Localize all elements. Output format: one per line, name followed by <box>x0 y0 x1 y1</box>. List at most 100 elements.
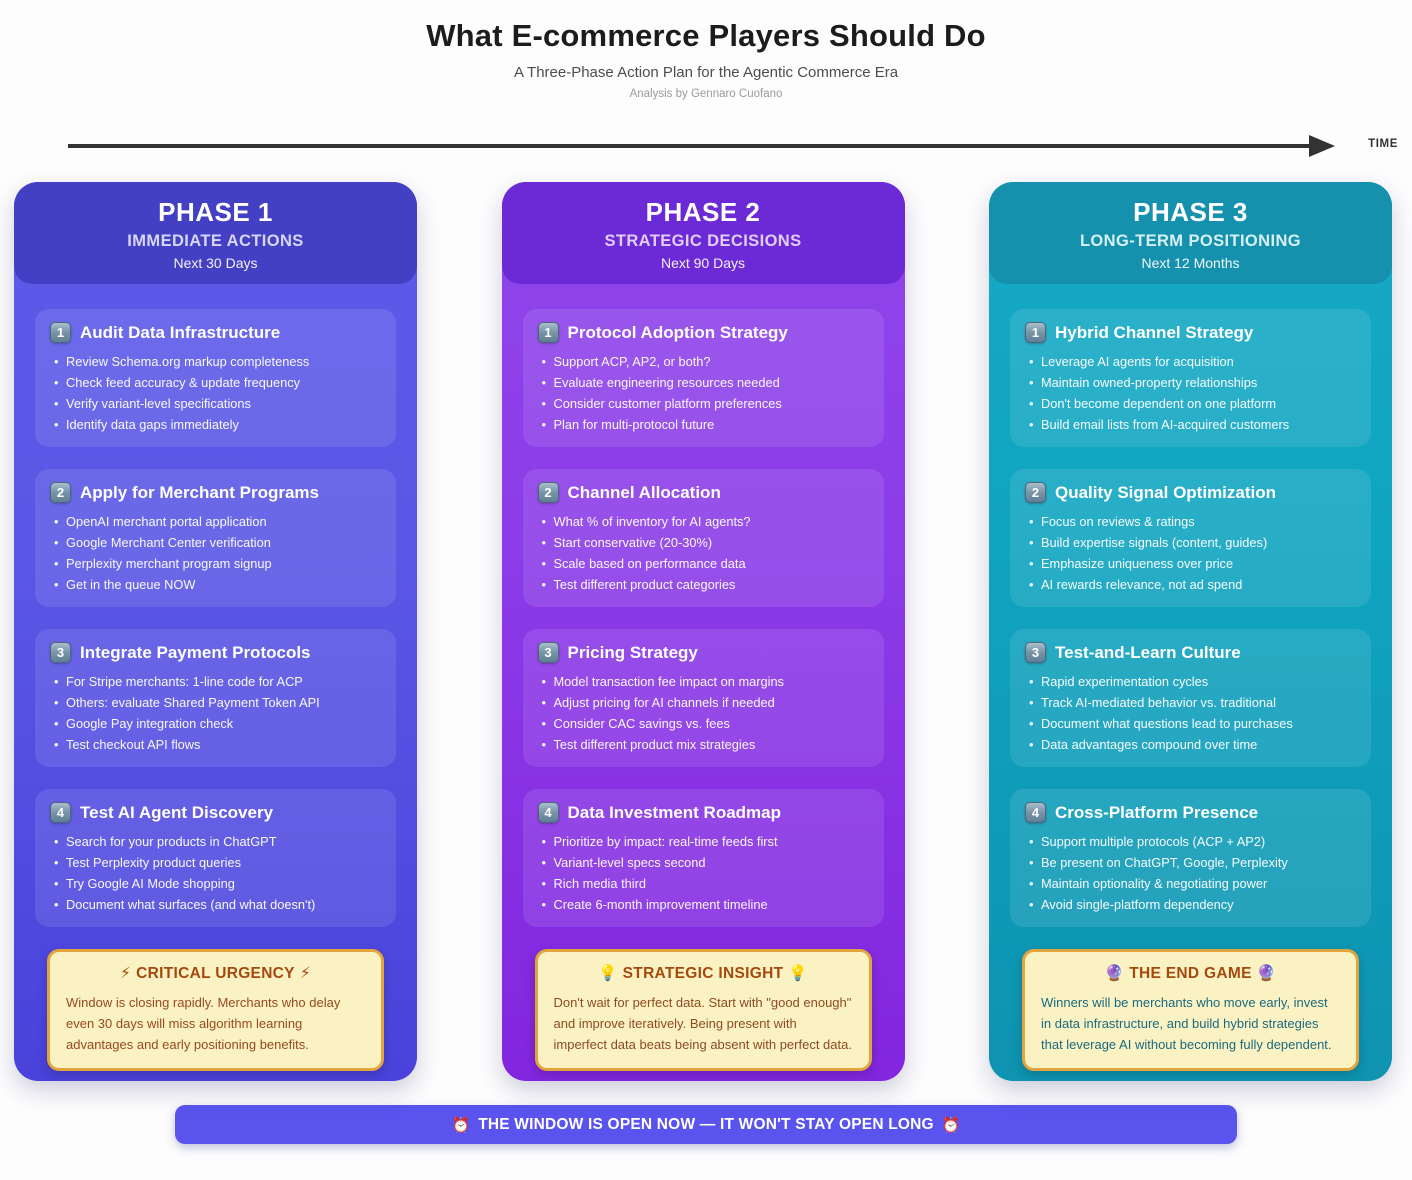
bullet-item: Create 6-month improvement timeline <box>542 894 869 915</box>
phase-2-cards: 1 Protocol Adoption Strategy Support ACP… <box>502 284 905 927</box>
phase-2-timeframe: Next 90 Days <box>660 255 746 271</box>
phase-2-column: PHASE 2 STRATEGIC DECISIONS Next 90 Days… <box>501 182 905 1081</box>
number-badge-icon: 2 <box>1025 482 1046 503</box>
card-title: Pricing Strategy <box>567 642 698 662</box>
bullet-item: Avoid single-platform dependency <box>1029 894 1356 915</box>
number-badge-icon: 4 <box>50 802 71 823</box>
alarm-clock-icon: ⏰ <box>941 1116 961 1134</box>
card-title-row: 3 Test-and-Learn Culture <box>1025 642 1356 663</box>
phase-3-name: PHASE 3 <box>1133 197 1248 227</box>
bullet-list: Model transaction fee impact on margins … <box>538 671 869 755</box>
number-badge-icon: 4 <box>537 802 559 823</box>
byline: Analysis by Gennaro Cuofano <box>629 88 783 100</box>
phase-2-name: PHASE 2 <box>645 197 761 227</box>
bullet-item: Start conservative (20-30%) <box>542 532 869 553</box>
callout-title: 💡STRATEGIC INSIGHT💡 <box>554 964 853 983</box>
bullet-item: Try Google AI Mode shopping <box>54 873 381 894</box>
bullet-item: Consider CAC savings vs. fees <box>542 713 869 734</box>
lightning-icon: ⚡ <box>299 965 312 982</box>
callout-text: Window is closing rapidly. Merchants who… <box>66 995 341 1052</box>
bullet-item: Support ACP, AP2, or both? <box>542 351 869 372</box>
number-badge-icon: 3 <box>537 642 559 663</box>
bullet-list: For Stripe merchants: 1-line code for AC… <box>50 671 381 755</box>
bullet-item: AI rewards relevance, not ad spend <box>1029 574 1356 595</box>
callout-text: Winners will be merchants who move early… <box>1041 995 1332 1052</box>
bullet-item: Leverage AI agents for acquisition <box>1029 351 1356 372</box>
page-title: What E-commerce Players Should Do <box>426 18 986 53</box>
bullet-list: Rapid experimentation cycles Track AI-me… <box>1025 671 1356 755</box>
bottom-banner: ⏰ THE WINDOW IS OPEN NOW — IT WON'T STAY… <box>175 1105 1237 1144</box>
callout-title-text: THE END GAME <box>1129 965 1252 982</box>
card-title: Protocol Adoption Strategy <box>567 322 788 342</box>
bullet-item: Verify variant-level specifications <box>54 393 381 414</box>
bullet-list: Prioritize by impact: real-time feeds fi… <box>538 831 869 915</box>
card-title-row: 3 Pricing Strategy <box>537 642 869 663</box>
bullet-item: Document what questions lead to purchase… <box>1029 713 1356 734</box>
callout-title: 🔮THE END GAME🔮 <box>1041 964 1340 983</box>
phase-2-header: PHASE 2 STRATEGIC DECISIONS Next 90 Days <box>501 182 905 284</box>
bullet-list: Support ACP, AP2, or both? Evaluate engi… <box>538 351 869 435</box>
card-title: Hybrid Channel Strategy <box>1055 322 1254 342</box>
time-label: TIME <box>1368 138 1398 150</box>
bullet-item: Be present on ChatGPT, Google, Perplexit… <box>1029 852 1356 873</box>
bullet-item: Maintain optionality & negotiating power <box>1029 873 1356 894</box>
bullet-item: What % of inventory for AI agents? <box>542 511 869 532</box>
bullet-item: Model transaction fee impact on margins <box>542 671 869 692</box>
bullet-item: Focus on reviews & ratings <box>1029 511 1356 532</box>
alarm-clock-icon: ⏰ <box>451 1116 471 1134</box>
crystal-ball-icon: 🔮 <box>1104 965 1125 982</box>
phase-3-column: PHASE 3 LONG-TERM POSITIONING Next 12 Mo… <box>989 182 1392 1081</box>
bullet-item: Scale based on performance data <box>542 553 869 574</box>
phase-1-card-3: 3 Integrate Payment Protocols For Stripe… <box>35 629 396 767</box>
page-subtitle: A Three-Phase Action Plan for the Agenti… <box>513 64 899 81</box>
phase-1-column: PHASE 1 IMMEDIATE ACTIONS Next 30 Days 1… <box>14 182 417 1081</box>
bullet-item: Identify data gaps immediately <box>54 414 381 435</box>
phase-2-card-4: 4 Data Investment Roadmap Prioritize by … <box>522 789 884 927</box>
timeline: TIME <box>0 126 1412 166</box>
bullet-item: Test checkout API flows <box>54 734 381 755</box>
light-bulb-icon: 💡 <box>598 965 618 982</box>
bullet-item: Rapid experimentation cycles <box>1029 671 1356 692</box>
callout-title-text: STRATEGIC INSIGHT <box>622 965 784 982</box>
phase-3-tagline: LONG-TERM POSITIONING <box>1079 232 1302 250</box>
bullet-item: Maintain owned-property relationships <box>1029 372 1356 393</box>
card-title-row: 2 Quality Signal Optimization <box>1025 482 1356 503</box>
phase-3-header: PHASE 3 LONG-TERM POSITIONING Next 12 Mo… <box>989 182 1392 284</box>
bullet-item: Adjust pricing for AI channels if needed <box>542 692 869 713</box>
phase-1-name: PHASE 1 <box>158 197 273 227</box>
light-bulb-icon: 💡 <box>788 965 808 982</box>
bullet-item: Google Merchant Center verification <box>54 532 381 553</box>
phase-1-card-4: 4 Test AI Agent Discovery Search for you… <box>35 789 396 927</box>
bullet-item: Don't become dependent on one platform <box>1029 393 1356 414</box>
bullet-item: Build expertise signals (content, guides… <box>1029 532 1356 553</box>
bullet-item: Plan for multi-protocol future <box>542 414 869 435</box>
callout-title-text: CRITICAL URGENCY <box>136 965 295 982</box>
bullet-item: Data advantages compound over time <box>1029 734 1356 755</box>
banner-text: THE WINDOW IS OPEN NOW — IT WON'T STAY O… <box>478 1115 934 1133</box>
bullet-item: Emphasize uniqueness over price <box>1029 553 1356 574</box>
phase-2-card-1: 1 Protocol Adoption Strategy Support ACP… <box>522 309 884 447</box>
phase-1-card-2: 2 Apply for Merchant Programs OpenAI mer… <box>35 469 396 607</box>
card-title: Test AI Agent Discovery <box>80 802 274 822</box>
callout-title: ⚡CRITICAL URGENCY⚡ <box>66 964 365 983</box>
number-badge-icon: 1 <box>537 322 559 343</box>
bullet-item: Google Pay integration check <box>54 713 381 734</box>
lightning-icon: ⚡ <box>119 965 132 982</box>
card-title-row: 2 Apply for Merchant Programs <box>50 482 381 503</box>
phase-1-header: PHASE 1 IMMEDIATE ACTIONS Next 30 Days <box>14 182 417 284</box>
bullet-list: Review Schema.org markup completeness Ch… <box>50 351 381 435</box>
card-title-row: 1 Protocol Adoption Strategy <box>537 322 869 343</box>
bullet-item: Prioritize by impact: real-time feeds fi… <box>542 831 869 852</box>
bullet-list: Search for your products in ChatGPT Test… <box>50 831 381 915</box>
phase-3-card-2: 2 Quality Signal Optimization Focus on r… <box>1010 469 1371 607</box>
card-title-row: 4 Test AI Agent Discovery <box>50 802 381 823</box>
bullet-item: Track AI-mediated behavior vs. tradition… <box>1029 692 1356 713</box>
card-title: Test-and-Learn Culture <box>1055 642 1241 662</box>
number-badge-icon: 3 <box>50 642 71 663</box>
bullet-item: Build email lists from AI-acquired custo… <box>1029 414 1356 435</box>
phase-3-card-1: 1 Hybrid Channel Strategy Leverage AI ag… <box>1010 309 1371 447</box>
number-badge-icon: 4 <box>1025 802 1046 823</box>
bullet-item: Evaluate engineering resources needed <box>542 372 869 393</box>
phase-3-callout-box: 🔮THE END GAME🔮 Winners will be merchants… <box>1022 949 1359 1071</box>
